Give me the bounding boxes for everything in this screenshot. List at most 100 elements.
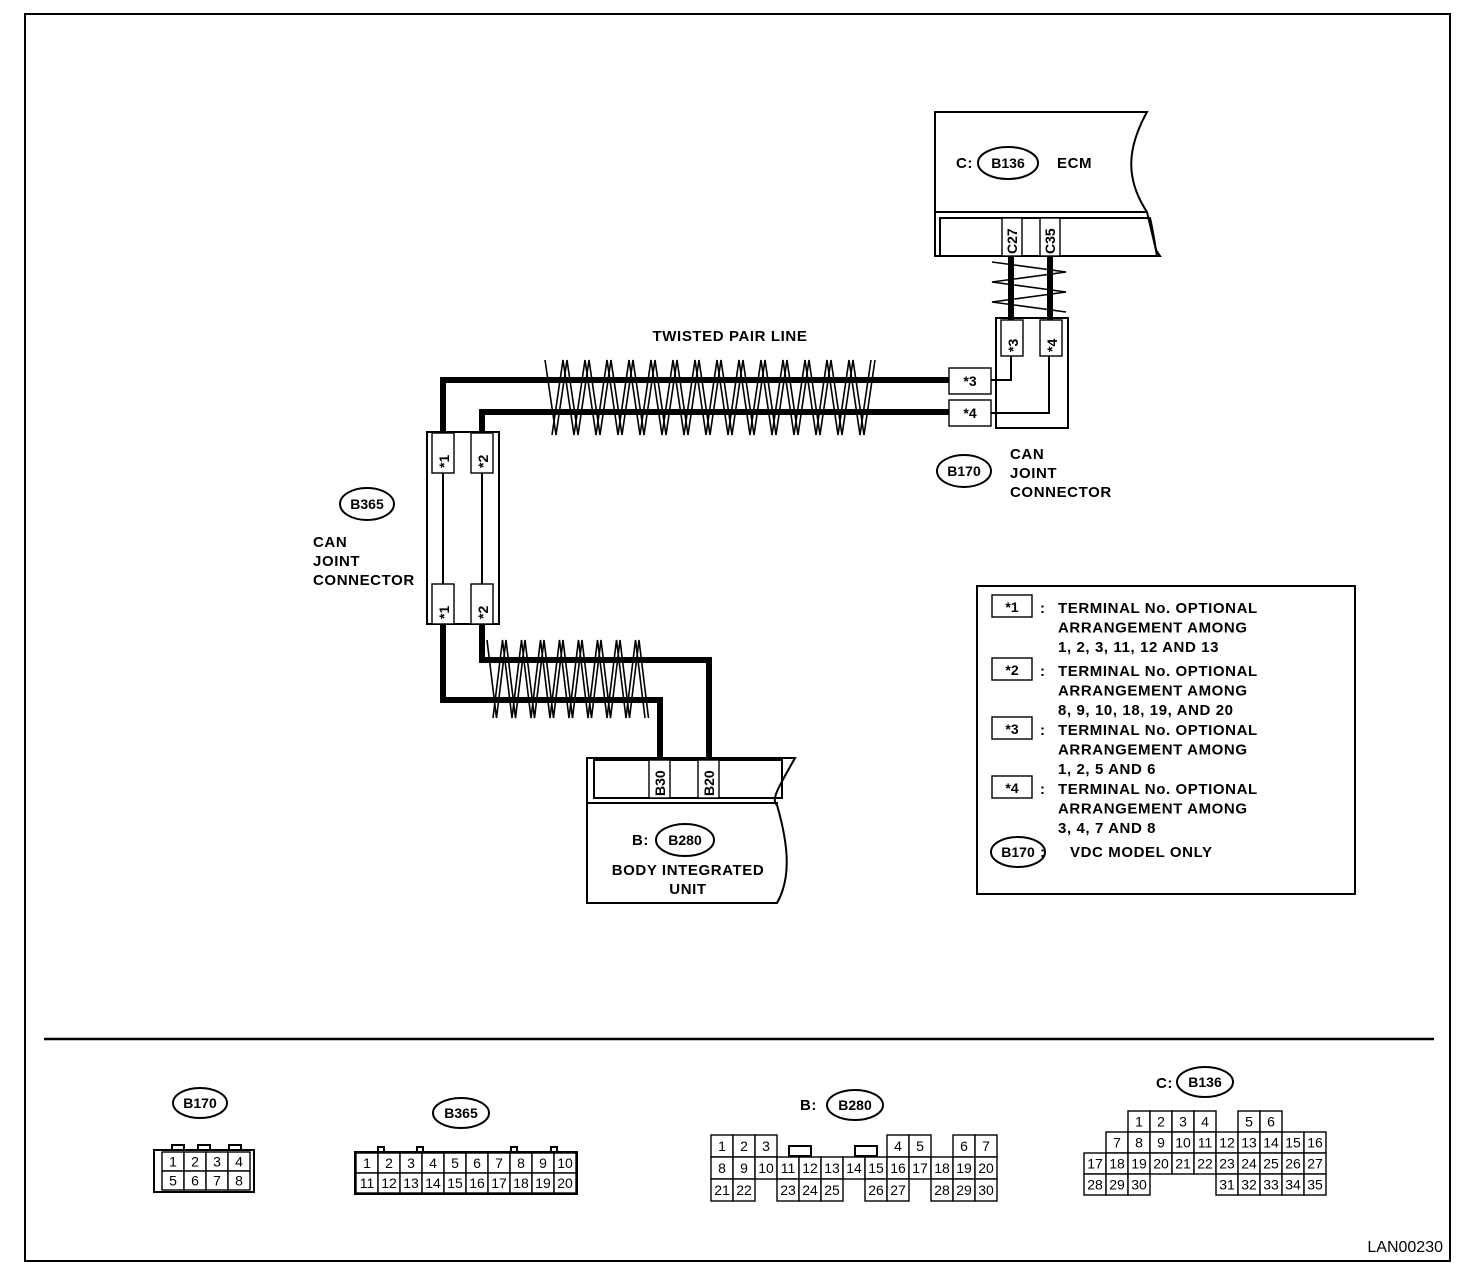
pin-number: 5 [1245,1114,1253,1130]
ecm-terminal-c27-label: C27 [1004,228,1020,254]
pin-number: 30 [978,1182,994,1198]
legend-item: B170:VDC MODEL ONLY [990,836,1212,868]
pin-number: 18 [934,1160,950,1176]
pin-number: 11 [781,1160,796,1176]
body-unit-code-oval [655,823,715,857]
pin-number: 13 [824,1160,840,1176]
legend-separator: : [1040,600,1046,617]
legend: *1: TERMINAL No. OPTIONAL ARRANGEMENT AMON… [976,585,1356,895]
b170-side-terminal-4 [948,399,992,427]
pin-cell [1127,1173,1151,1196]
pin-number: 12 [381,1175,397,1191]
b365-code: B365 [350,496,384,512]
pin-number: 2 [1157,1114,1165,1130]
pin-number: 2 [191,1154,199,1170]
pin-number: 4 [1201,1114,1209,1130]
pin-number: 31 [1219,1177,1235,1193]
pin-cell [1303,1173,1327,1196]
body-unit-prefix: B: [632,832,649,849]
legend-text-line: TERMINAL No. OPTIONAL [1058,600,1258,617]
pin-number: 10 [557,1155,573,1171]
pin-number: 16 [469,1175,485,1191]
pin-number: 17 [491,1175,507,1191]
svg-text:*4: *4 [963,405,976,421]
wire-can-low-upper [479,409,949,433]
pin-number: 13 [1241,1135,1257,1151]
b365-label-line-1: CAN [313,534,347,551]
b365-label-line-3: CONNECTOR [313,572,415,589]
wire-can-high-lower [440,624,663,760]
pin-number: 9 [1157,1135,1165,1151]
ecm-code: B136 [991,155,1025,171]
face-b280-code: B280 [838,1097,872,1113]
pin-number: 11 [1198,1135,1213,1151]
pin-number: 15 [868,1160,884,1176]
pin-number: 15 [447,1175,463,1191]
pin-number: 5 [169,1173,177,1189]
b365-housing [426,431,500,625]
pin-number: 21 [714,1182,730,1198]
pin-number: 27 [1307,1156,1323,1172]
pin-cell [732,1178,756,1202]
pin-number: 14 [846,1160,862,1176]
pin-number: 7 [982,1138,990,1154]
pin-number: 8 [1135,1135,1143,1151]
pin-number: 17 [912,1160,928,1176]
legend-item: *1: TERMINAL No. OPTIONAL ARRANGEMENT AMON… [991,594,1258,656]
pin-number: 1 [363,1155,371,1171]
pin-number: 34 [1285,1177,1301,1193]
pin-number: 13 [403,1175,419,1191]
pin-number: 18 [1109,1156,1125,1172]
pin-number: 29 [956,1182,972,1198]
ecm-name: ECM [1057,155,1092,172]
pin-number: 20 [557,1175,573,1191]
pin-cell [227,1170,251,1191]
pin-number: 14 [425,1175,441,1191]
legend-key: *2 [1005,662,1018,678]
pin-number: 25 [1263,1156,1279,1172]
pin-number: 1 [718,1138,726,1154]
outer-frame [24,13,1451,1262]
pin-number: 8 [718,1160,726,1176]
legend-box [976,585,1356,895]
pin-number: 14 [1263,1135,1279,1151]
pin-number: 24 [1241,1156,1257,1172]
wire-can-low-lower [479,624,712,760]
pin-number: 3 [407,1155,415,1171]
pin-number: 7 [213,1173,221,1189]
b365-code-oval [339,487,395,521]
pin-number: 3 [762,1138,770,1154]
pin-number: 10 [758,1160,774,1176]
joint-connector-b170: *3 *4 *3 *4 B170 CAN JOINT CONNECTOR [936,317,1111,501]
pin-number: 17 [1087,1156,1103,1172]
body-unit-body [586,757,797,904]
twisted-pair-label: TWISTED PAIR LINE [653,328,808,345]
pin-number: 10 [1175,1135,1191,1151]
legend-key: *4 [1005,780,1018,796]
pin-number: 4 [894,1138,902,1154]
legend-key: *1 [1005,599,1018,615]
ecm-prefix: C: [956,155,973,172]
legend-text-line: ARRANGEMENT AMONG [1058,620,1248,637]
pin-number: 28 [934,1182,950,1198]
legend-text-line: 8, 9, 10, 18, 19, AND 20 [1058,702,1234,719]
b170-housing [995,317,1069,429]
legend-text-line: ARRANGEMENT AMONG [1058,742,1248,759]
b170-terminal-3: *3 [1005,339,1021,352]
body-unit-name-line-2: UNIT [669,881,706,898]
pin-number: 15 [1285,1135,1301,1151]
legend-separator: : [1040,781,1046,798]
pin-number: 33 [1263,1177,1279,1193]
pin-number: 8 [517,1155,525,1171]
legend-text-line: ARRANGEMENT AMONG [1058,801,1248,818]
face-b136-prefix: C: [1156,1075,1173,1092]
pin-number: 20 [1153,1156,1169,1172]
pin-number: 35 [1307,1177,1323,1193]
pin-number: 25 [824,1182,840,1198]
joint-connector-b365: *1 *2 *1 *2 B365 CAN JOINT CONNECTOR [313,431,500,625]
legend-text-line: ARRANGEMENT AMONG [1058,683,1248,700]
